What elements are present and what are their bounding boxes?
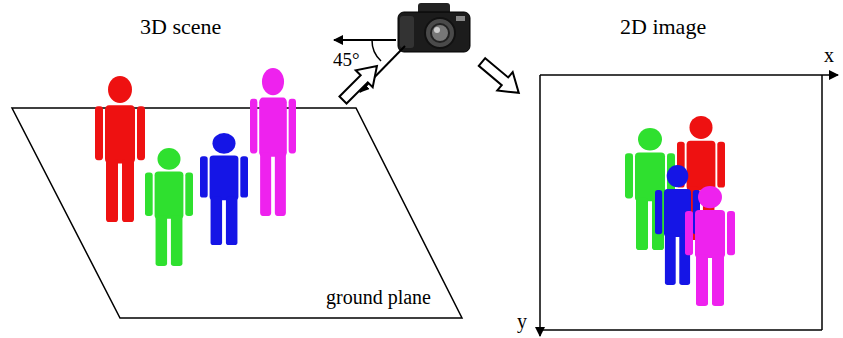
person-figure — [95, 76, 145, 222]
person-figure — [145, 148, 193, 266]
person-figure — [200, 133, 248, 245]
hollow-arrow — [474, 53, 526, 102]
image-region: 2D image — [500, 0, 843, 338]
y-axis — [539, 75, 541, 336]
scene-heading: 3D scene — [140, 14, 221, 39]
angle-arc — [372, 40, 381, 61]
axis-label: y — [517, 310, 527, 333]
image-border — [821, 75, 823, 330]
angle-label: 45° — [333, 49, 360, 71]
image-heading: 2D image — [620, 14, 706, 39]
person-figure — [685, 186, 735, 306]
person-figure — [250, 68, 296, 216]
region-outline — [500, 0, 843, 338]
region-outline — [0, 0, 470, 330]
horizontal-arrow — [334, 39, 396, 41]
person-figure — [655, 165, 700, 285]
x-axis — [540, 74, 838, 76]
camera-icon — [398, 3, 470, 52]
axis-label: x — [824, 44, 834, 67]
image-border — [540, 329, 822, 331]
scene-region: 3D scene ground plane — [0, 0, 470, 330]
ground-plane-outline — [12, 108, 462, 318]
ground-label: ground plane — [326, 286, 431, 309]
